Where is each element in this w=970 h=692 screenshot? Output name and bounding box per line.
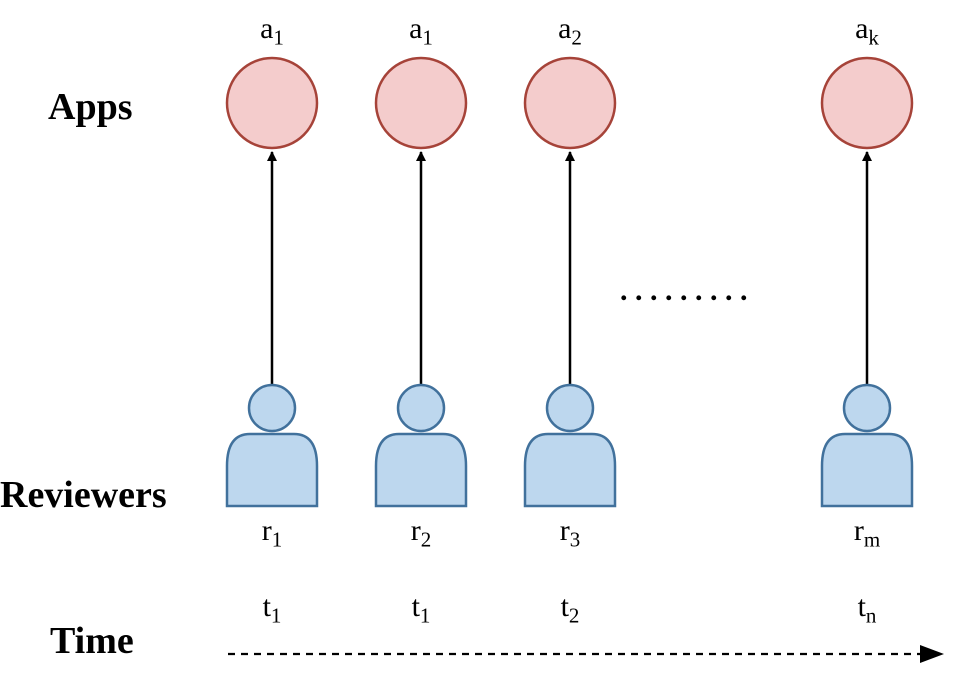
time-label-1-subscript: 1 [270,603,282,628]
reviewer-label-4-subscript: m [863,527,881,552]
app-label-4-base: a [855,12,869,45]
app-label-1: a1 [260,12,284,49]
reviewer-head-4 [842,383,892,433]
time-label-4: tn [857,590,877,627]
app-label-3-base: a [558,12,572,45]
time-label-3: t2 [560,590,580,627]
app-node-3 [523,56,617,150]
time-label-2-base: t [411,590,420,623]
time-label-1: t1 [262,590,282,627]
reviewer-body-1 [225,432,319,508]
app-node-2 [374,56,468,150]
reviewer-label-3-base: r [559,514,570,547]
time-label-3-subscript: 2 [568,603,580,628]
reviewer-head-3 [545,383,595,433]
app-label-1-subscript: 1 [273,25,284,50]
time-label-4-subscript: n [865,603,877,628]
reviewer-body-3 [523,432,617,508]
app-node-1 [225,56,319,150]
reviewer-label-2: r2 [410,514,432,551]
time-label-4-base: t [857,590,866,623]
reviewer-label-4-base: r [853,514,864,547]
reviewer-label-1-subscript: 1 [271,527,283,552]
time-label-3-base: t [560,590,569,623]
reviewers-label: Reviewers [0,474,167,516]
reviewer-label-4: rm [853,514,880,551]
app-label-2-subscript: 1 [422,25,433,50]
time-label-1-base: t [262,590,271,623]
app-label-3-subscript: 2 [571,25,582,50]
reviewer-label-1-base: r [261,514,272,547]
reviewer-head-2 [396,383,446,433]
app-label-4: ak [855,12,879,49]
reviewer-label-2-base: r [410,514,421,547]
ellipsis: . . . . . . . . . [620,274,748,307]
reviewer-label-2-subscript: 2 [420,527,432,552]
reviewer-body-2 [374,432,468,508]
time-label-2: t1 [411,590,431,627]
reviewer-label-3: r3 [559,514,581,551]
time-label: Time [50,620,134,662]
apps-label: Apps [48,86,133,128]
app-node-4 [820,56,914,150]
app-label-3: a2 [558,12,582,49]
reviewer-label-1: r1 [261,514,283,551]
reviewer-head-1 [247,383,297,433]
time-label-2-subscript: 1 [419,603,431,628]
app-label-2-base: a [409,12,423,45]
reviewer-body-4 [820,432,914,508]
reviewer-label-3-subscript: 3 [569,527,581,552]
app-label-1-base: a [260,12,274,45]
app-label-2: a1 [409,12,433,49]
app-label-4-subscript: k [868,25,879,50]
time-axis-arrowhead [920,645,944,663]
